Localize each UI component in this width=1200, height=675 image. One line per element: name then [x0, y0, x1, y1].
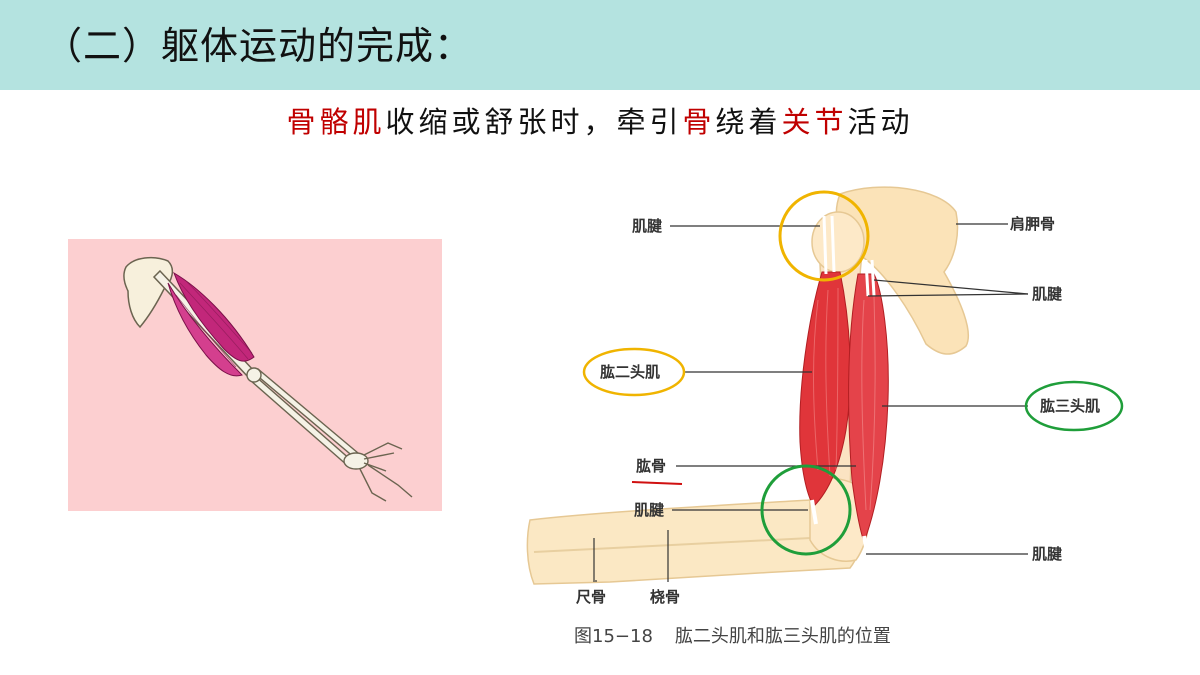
header-bar: （二）躯体运动的完成：: [0, 0, 1200, 90]
arm-animation-panel: [68, 239, 442, 511]
label-tendon-top-left: 肌腱: [632, 217, 663, 235]
subtitle-highlight-skeletal-muscle: 骨骼肌: [286, 105, 386, 139]
label-tendon-bottom-right: 肌腱: [1032, 545, 1063, 563]
highlight-circle-triceps-label: [1024, 380, 1124, 432]
arm-anatomy-illustration: [526, 186, 1124, 585]
highlight-circle-elbow: [760, 464, 852, 556]
scapula-bone: [835, 186, 970, 355]
subtitle-highlight-bone: 骨: [682, 105, 716, 139]
label-humerus: 肱骨: [636, 457, 667, 475]
tendon-bottom-triceps: [862, 535, 870, 559]
figure-number: 图15−18: [574, 626, 653, 647]
humerus-label-underline: [631, 481, 683, 485]
triceps-muscle-small: [167, 282, 243, 377]
elbow-joint-small: [246, 367, 262, 383]
label-tendon-mid-left: 肌腱: [634, 501, 665, 519]
tendon-top-biceps: [822, 215, 836, 275]
tendon-top-triceps: [864, 259, 876, 297]
scapula-shape: [123, 256, 174, 329]
slide-title: （二）躯体运动的完成：: [44, 24, 474, 68]
forearm-bone-b: [252, 368, 359, 460]
tendon-bottom-biceps: [810, 499, 818, 525]
arm-skeleton-illustration: [123, 256, 413, 502]
highlight-circle-top-tendon: [778, 190, 870, 282]
hand-bones: [343, 442, 413, 502]
slide-subtitle: 骨骼肌收缩或舒张时，牵引骨绕着关节活动: [0, 102, 1200, 142]
label-tendon-top-right: 肌腱: [1032, 285, 1063, 303]
humerus-head: [811, 211, 865, 273]
label-biceps: 肱二头肌: [600, 363, 661, 381]
subtitle-text-1: 收缩或舒张时，牵引: [385, 105, 683, 139]
figure-caption: 图15−18 肱二头肌和肱三头肌的位置: [574, 626, 891, 648]
label-ulna: 尺骨: [576, 588, 607, 606]
forearm-bone-a: [249, 373, 353, 468]
label-scapula: 肩胛骨: [1010, 215, 1056, 233]
forearm-bones: [526, 499, 864, 585]
subtitle-text-2: 绕着: [715, 105, 782, 139]
highlight-circle-biceps-label: [582, 347, 686, 397]
subtitle-text-3: 活动: [847, 105, 914, 139]
biceps-triceps-diagram: 肌腱 肩胛骨 肌腱 肱二头肌 肱三头肌 肱骨 肌腱 肌腱 尺骨 桡骨 图15−1…: [520, 180, 1140, 660]
subtitle-highlight-joint: 关节: [781, 105, 848, 139]
label-radius: 桡骨: [650, 588, 681, 606]
biceps-muscle-small: [173, 271, 255, 362]
label-triceps: 肱三头肌: [1040, 397, 1101, 415]
figure-caption-text: 肱二头肌和肱三头肌的位置: [674, 626, 891, 647]
